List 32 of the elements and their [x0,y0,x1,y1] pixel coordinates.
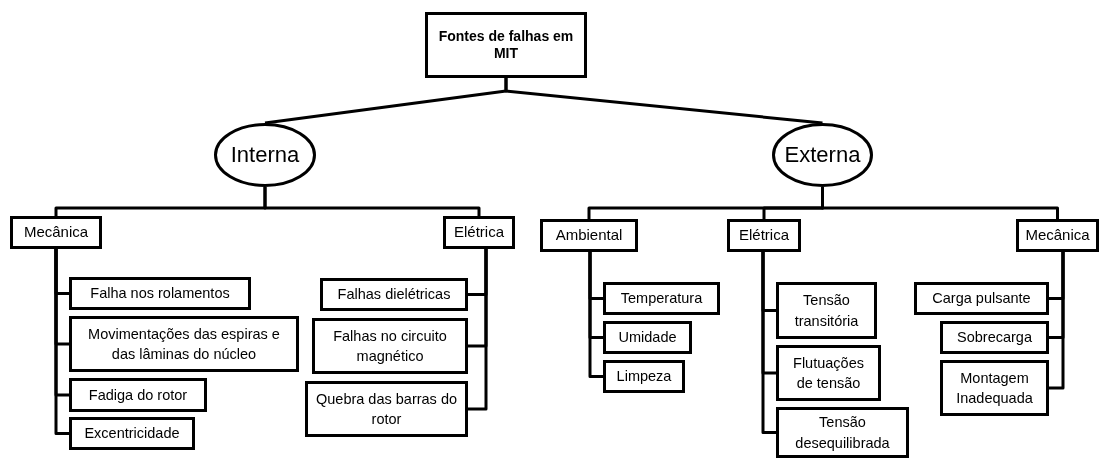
item-box: Tensão desequilibrada [776,407,909,458]
item-box: Movimentações das espiras e das lâminas do núcleo [69,316,299,372]
item-box: Quebra das barras do rotor [305,381,468,437]
category-box: Mecânica [10,216,102,249]
connector-line [1049,252,1065,390]
connector-line [468,249,488,411]
item-box: Umidade [603,321,692,354]
connector-line [54,249,69,435]
item-box: Carga pulsante [914,282,1049,315]
category-box: Ambiental [540,219,638,252]
item-box: Montagem Inadequada [940,360,1049,416]
item-box: Flutuações de tensão [776,345,881,401]
item-box: Sobrecarga [940,321,1049,354]
category-box: Mecânica [1016,219,1099,252]
node-text: Interna [230,144,300,166]
item-box: Falhas dielétricas [320,278,468,311]
connector-line [761,252,776,434]
title-box: Fontes de falhas em MIT [425,12,587,78]
category-box: Elétrica [727,219,801,252]
item-box: Tensão transitória [776,282,877,339]
item-box: Excentricidade [69,417,195,450]
item-box: Falha nos rolamentos [69,277,251,310]
connector-line [588,252,603,378]
category-box: Elétrica [443,216,515,249]
connector-line [263,187,481,216]
connector-line [504,78,823,125]
connector-line [821,187,1059,219]
item-box: Falhas no circuito magnético [312,318,468,374]
item-box: Limpeza [603,360,685,393]
item-box: Fadiga do rotor [69,378,207,412]
item-box: Temperatura [603,282,720,315]
node-text: Externa [784,144,861,166]
